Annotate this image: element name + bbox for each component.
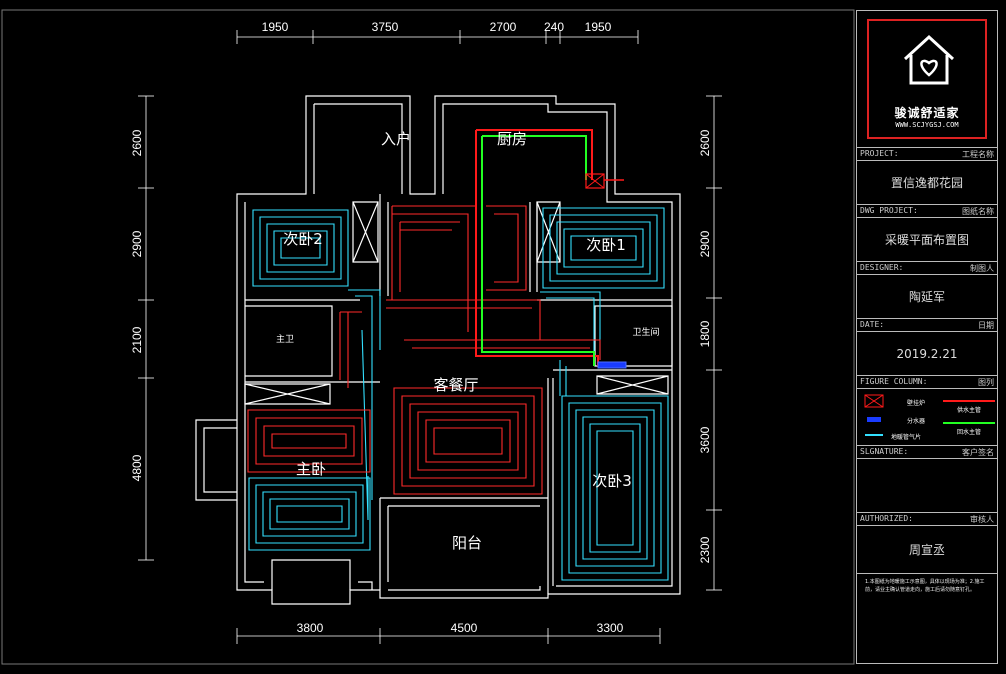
date-value: 2019.2.21 xyxy=(857,332,997,376)
dim-left-1: 2600 xyxy=(130,129,144,156)
designer-label: DESIGNER: xyxy=(860,263,904,272)
dwg-header: DWG PROJECT: 图纸名称 xyxy=(857,205,997,218)
dim-top-5: 1950 xyxy=(585,20,612,34)
dim-right-3: 1800 xyxy=(698,320,712,347)
dwg-label: DWG PROJECT: xyxy=(860,206,918,215)
date-label-cn: 日期 xyxy=(978,321,994,330)
date-label: DATE: xyxy=(860,320,885,329)
signature-label-cn: 客户签名 xyxy=(962,448,994,457)
room-living: 客餐厅 xyxy=(433,376,478,394)
figure-label: FIGURE COLUMN: xyxy=(860,377,928,386)
dim-right-2: 2900 xyxy=(698,230,712,257)
dim-right-1: 2600 xyxy=(698,129,712,156)
legend-supply-pipe: 供水主管 xyxy=(957,407,982,414)
room-bathroom: 卫生间 xyxy=(632,326,659,338)
logo-area: 骏诚舒适家 WWW.SCJYGSJ.COM xyxy=(857,11,997,148)
dwg-value: 采暖平面布置图 xyxy=(857,218,997,262)
return-main-pipe xyxy=(482,135,587,180)
dim-left-3: 2100 xyxy=(130,326,144,353)
authorized-label-cn: 审核人 xyxy=(970,515,994,524)
date-header: DATE: 日期 xyxy=(857,319,997,332)
floor-heating-cyan xyxy=(248,207,669,581)
logo-name: 骏诚舒适家 xyxy=(894,106,960,120)
figure-label-cn: 图列 xyxy=(978,378,994,387)
dim-top-1: 1950 xyxy=(262,20,289,34)
room-master-bath: 主卫 xyxy=(276,333,294,345)
return-main-pipe-run xyxy=(481,136,595,366)
house-logo-icon xyxy=(903,34,955,85)
room-bed1: 次卧1 xyxy=(586,236,626,254)
dim-top-3: 2700 xyxy=(490,20,517,34)
dim-right-4: 3600 xyxy=(698,426,712,453)
legend: 壁挂炉 分水器 地暖管气片 供水主管 回水主管 xyxy=(857,389,997,446)
dim-left-2: 2900 xyxy=(130,230,144,257)
authorized-label: AUTHORIZED: xyxy=(860,514,913,523)
legend-manifold: 分水器 xyxy=(907,418,926,425)
dim-top-2: 3750 xyxy=(372,20,399,34)
project-header: PROJECT: 工程名称 xyxy=(857,148,997,161)
dimension-lines-bottom xyxy=(236,628,661,644)
supply-main-pipe xyxy=(476,129,593,180)
drawing-frame xyxy=(1,9,855,665)
floor-plan-drawing: 1950 3750 2700 240 1950 3800 4500 3300 2… xyxy=(1,9,855,665)
designer-label-cn: 制图人 xyxy=(970,264,994,273)
dimension-lines-top xyxy=(236,30,639,44)
project-label: PROJECT: xyxy=(860,149,899,158)
dimension-lines-left xyxy=(138,95,154,561)
room-entry: 入户 xyxy=(381,130,411,148)
walls xyxy=(195,95,681,605)
legend-symbols xyxy=(864,394,995,436)
title-block: 骏诚舒适家 WWW.SCJYGSJ.COM PROJECT: 工程名称 置信逸都… xyxy=(856,10,998,664)
room-bed3: 次卧3 xyxy=(592,472,632,490)
room-balcony: 阳台 xyxy=(452,534,482,552)
dim-bottom-2: 4500 xyxy=(451,621,478,635)
floor-heating-red xyxy=(247,205,601,495)
manifold-symbol xyxy=(597,361,627,369)
designer-header: DESIGNER: 制图人 xyxy=(857,262,997,275)
authorized-value: 周宣丞 xyxy=(857,526,997,574)
room-master-bed: 主卧 xyxy=(296,460,326,478)
dim-bottom-1: 3800 xyxy=(297,621,324,635)
legend-boiler: 壁挂炉 xyxy=(907,400,926,407)
authorized-header: AUTHORIZED: 审核人 xyxy=(857,513,997,526)
logo-url: WWW.SCJYGSJ.COM xyxy=(895,121,959,129)
dimension-lines-right xyxy=(706,95,722,591)
room-kitchen: 厨房 xyxy=(497,130,527,148)
supply-main-pipe-run xyxy=(475,130,599,366)
room-bed2: 次卧2 xyxy=(283,230,323,248)
signature-value xyxy=(857,459,997,513)
notes-text: 1.本图纸为地暖施工示意图，具体以现场为准；2.施工前，请业主确认管道走向，施工… xyxy=(865,579,985,593)
dim-left-4: 4800 xyxy=(130,454,144,481)
designer-value: 陶延军 xyxy=(857,275,997,319)
company-logo: 骏诚舒适家 WWW.SCJYGSJ.COM xyxy=(867,19,987,139)
signature-header: SLGNATURE: 客户签名 xyxy=(857,446,997,459)
legend-return-pipe: 回水主管 xyxy=(957,429,982,436)
dim-right-5: 2300 xyxy=(698,536,712,563)
project-value: 置信逸都花园 xyxy=(857,161,997,205)
boiler-symbol xyxy=(585,173,624,189)
dwg-label-cn: 图纸名称 xyxy=(962,207,994,216)
project-label-cn: 工程名称 xyxy=(962,150,994,159)
signature-label: SLGNATURE: xyxy=(860,447,909,456)
dim-top-4: 240 xyxy=(544,20,564,34)
dim-bottom-3: 3300 xyxy=(597,621,624,635)
legend-floor-pipe: 地暖管气片 xyxy=(891,434,922,441)
figure-header: FIGURE COLUMN: 图列 xyxy=(857,376,997,389)
